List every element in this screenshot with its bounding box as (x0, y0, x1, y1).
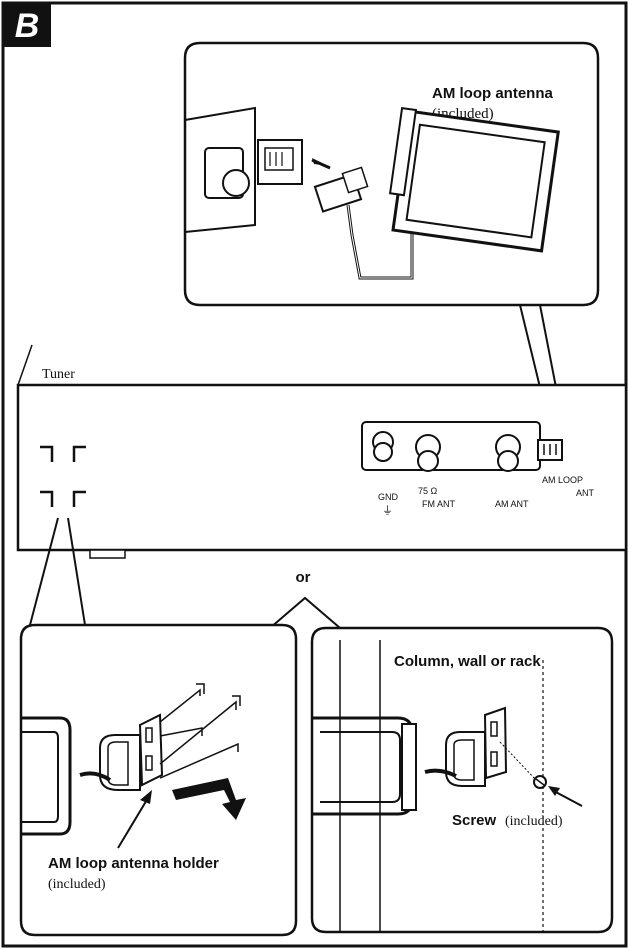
left-callout-panel: AM loop antenna holder (included) (19, 623, 298, 937)
am-loop-label-1: AM LOOP (542, 475, 583, 485)
tuner-rear-panel: Tuner GND ⏚ 75 Ω FM (16, 344, 628, 559)
antenna-plug (313, 166, 369, 213)
fm-ant-label: FM ANT (422, 499, 456, 509)
section-badge: B (3, 3, 51, 47)
am-loop-label-2: ANT (576, 488, 595, 498)
top-title: AM loop antenna (432, 85, 553, 102)
top-callout-panel: AM loop antenna (included) (183, 41, 600, 409)
or-connector (269, 596, 341, 629)
fm-ohm-label: 75 Ω (418, 486, 438, 496)
or-label: or (296, 569, 311, 586)
mounting-brackets (40, 445, 86, 507)
screw-icon (533, 775, 547, 789)
am-terminal (495, 434, 521, 472)
holder-subtitle: (included) (48, 877, 106, 892)
screw-label: Screw (452, 812, 497, 829)
insert-arrow-icon (312, 158, 330, 166)
right-callout-panel: Column, wall or rack Screw (included) (310, 626, 614, 934)
holder-title: AM loop antenna holder (48, 855, 219, 872)
slide-down-arrow-icon (172, 778, 246, 820)
fm-terminal (415, 434, 441, 472)
section-letter: B (15, 7, 40, 45)
mounting-hooks (159, 683, 241, 779)
mount-title: Column, wall or rack (394, 653, 541, 670)
am-ant-label: AM ANT (495, 499, 529, 509)
antenna-holder (79, 713, 164, 791)
gnd-symbol: ⏚ (382, 504, 393, 517)
am-loop-antenna (388, 106, 560, 253)
mounted-holder (424, 706, 508, 787)
receiver-knob (222, 169, 250, 197)
screw-sublabel: (included) (505, 814, 563, 829)
gnd-label: GND (378, 492, 399, 502)
tuner-foot (89, 549, 126, 559)
gnd-terminal (372, 431, 394, 462)
tuner-label: Tuner (42, 367, 75, 382)
